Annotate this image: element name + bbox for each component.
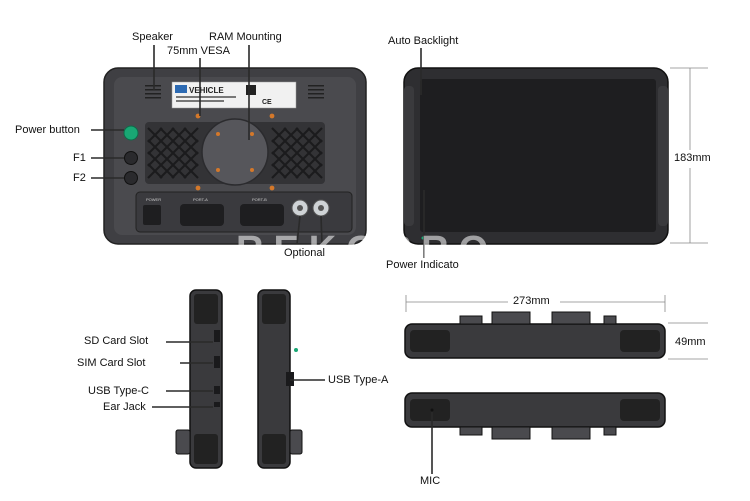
label-width-dimension: 273mm (513, 295, 550, 307)
power-port (143, 205, 161, 225)
top-view (404, 311, 666, 359)
port-label-b: PORT-B (252, 197, 267, 202)
label-auto-backlight: Auto Backlight (388, 35, 459, 47)
label-ram-mounting: RAM Mounting (209, 31, 282, 43)
leader-lines (91, 45, 433, 474)
label-power-button: Power button (15, 124, 80, 136)
sticker-brand: VEHICLE (189, 86, 224, 95)
product-sticker (171, 81, 297, 109)
label-height-dimension: 183mm (674, 152, 711, 164)
top-housing (404, 323, 666, 359)
port-b-connector (240, 204, 284, 226)
speaker-grille-right (308, 85, 324, 99)
port-a-connector (180, 204, 224, 226)
usb-a-port (286, 372, 294, 386)
back-view: VEHICLE CE (103, 67, 367, 245)
label-depth-dimension: 49mm (675, 336, 706, 348)
port-label-a: PORT-A (193, 197, 208, 202)
front-view (403, 67, 669, 245)
label-sd-card-slot: SD Card Slot (84, 335, 149, 347)
label-usb-type-c: USB Type-C (88, 385, 149, 397)
label-vesa: 75mm VESA (167, 45, 230, 57)
dimension-lines (405, 67, 708, 360)
mic-hole (430, 408, 434, 412)
port-label-power: POWER (146, 197, 161, 202)
label-usb-type-a: USB Type-A (328, 374, 389, 386)
front-screen (420, 79, 656, 232)
f2-button (124, 171, 138, 185)
left-side-view (175, 289, 223, 469)
vent-right (271, 127, 323, 179)
bottom-housing (404, 392, 666, 428)
label-f2: F2 (73, 172, 86, 184)
vent-left (147, 127, 199, 179)
speaker-grille-left (145, 85, 161, 99)
f1-button (124, 151, 138, 165)
label-mic: MIC (420, 475, 441, 487)
label-ear-jack: Ear Jack (103, 401, 146, 413)
watermark: REKOPRO (236, 229, 498, 271)
right-side-view (257, 289, 303, 469)
bottom-view (404, 392, 666, 440)
ram-mount-circle (201, 118, 269, 186)
sticker-ce-mark: CE (262, 99, 272, 106)
label-sim-card-slot: SIM Card Slot (77, 357, 146, 369)
label-speaker: Speaker (132, 31, 173, 43)
vesa-screws (195, 113, 275, 191)
label-f1: F1 (73, 152, 86, 164)
label-power-indicator: Power Indicato (386, 259, 459, 271)
power-button (123, 125, 139, 141)
label-optional: Optional (284, 247, 325, 259)
